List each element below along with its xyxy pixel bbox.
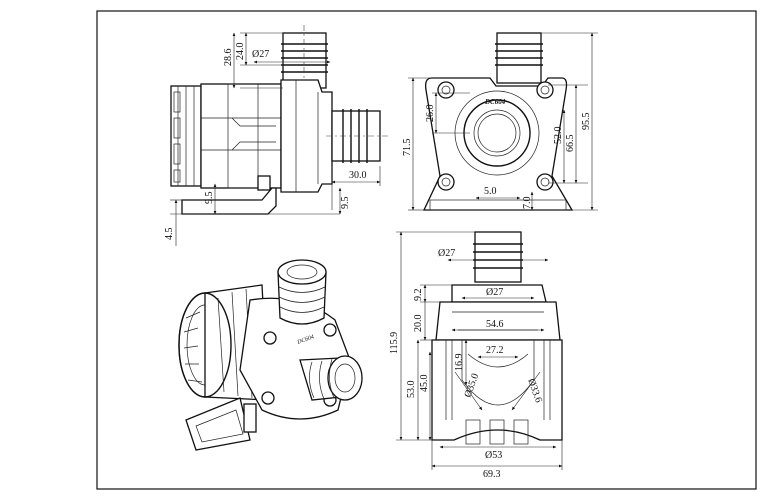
dim-side-d27: Ø27 — [252, 49, 269, 60]
dim-top-20-0: 20.0 — [413, 315, 424, 333]
iso-bracket — [185, 397, 257, 451]
side-pump-head — [280, 79, 333, 193]
iso-outlet-nozzle — [277, 259, 327, 325]
brand-logo-text: DC604 — [484, 98, 506, 106]
dim-top-d27-b: Ø27 — [486, 287, 503, 298]
front-top-nozzle — [495, 32, 543, 84]
dim-front-71-5: 71.5 — [402, 139, 413, 157]
side-motor-body — [200, 83, 282, 189]
isometric-view: DC604 — [178, 259, 363, 451]
dim-top-d53: Ø53 — [485, 450, 502, 461]
top-view-nozzle — [473, 231, 523, 283]
front-screw-bosses — [437, 81, 554, 191]
dim-top-45-0: 45.0 — [419, 375, 430, 393]
dim-top-53-0: 53.0 — [406, 381, 417, 399]
dim-top-d27-a: Ø27 — [438, 248, 455, 259]
dim-side-30-0: 30.0 — [349, 170, 367, 181]
dim-front-52-0: 52.0 — [553, 127, 564, 145]
dim-top-16-9: 16.9 — [454, 354, 465, 372]
dim-front-5-0: 5.0 — [484, 186, 497, 197]
top-view: Ø27 Ø27 9.2 20.0 54.6 16.9 27.2 115.9 53… — [389, 231, 563, 480]
dim-side-28-6: 28.6 — [223, 49, 234, 67]
dim-front-95-5: 95.5 — [581, 113, 592, 131]
dim-top-69-3: 69.3 — [483, 469, 501, 480]
dim-top-115-9: 115.9 — [389, 332, 400, 354]
dim-side-24-0: 24.0 — [235, 43, 246, 61]
dim-front-26-0: 26.0 — [425, 105, 436, 123]
side-inlet-nozzle — [326, 109, 388, 163]
dim-top-27-2: 27.2 — [486, 345, 504, 356]
front-dimensions — [408, 32, 598, 211]
front-view: DC604 26.0 71.5 52.0 66.5 95.5 5.0 7.0 — [402, 32, 598, 211]
dim-front-7-0: 7.0 — [522, 197, 533, 210]
dim-top-54-6: 54.6 — [486, 319, 504, 330]
drawing-border — [96, 10, 757, 490]
dim-top-9-2: 9.2 — [413, 289, 424, 302]
dim-side-9-5-b: 9.5 — [340, 197, 351, 210]
side-motor-end — [170, 85, 202, 187]
side-view: Ø27 28.6 24.0 30.0 9.5 9.5 4.5 — [164, 25, 388, 246]
top-view-dimensions — [396, 231, 563, 470]
side-dimensions — [170, 32, 381, 246]
front-body — [422, 77, 574, 211]
dim-side-9-5-a: 9.5 — [204, 192, 215, 205]
top-view-body — [431, 339, 563, 445]
dim-front-66-5: 66.5 — [565, 135, 576, 153]
iso-inlet-nozzle — [299, 355, 363, 401]
dim-side-4-5: 4.5 — [164, 228, 175, 241]
